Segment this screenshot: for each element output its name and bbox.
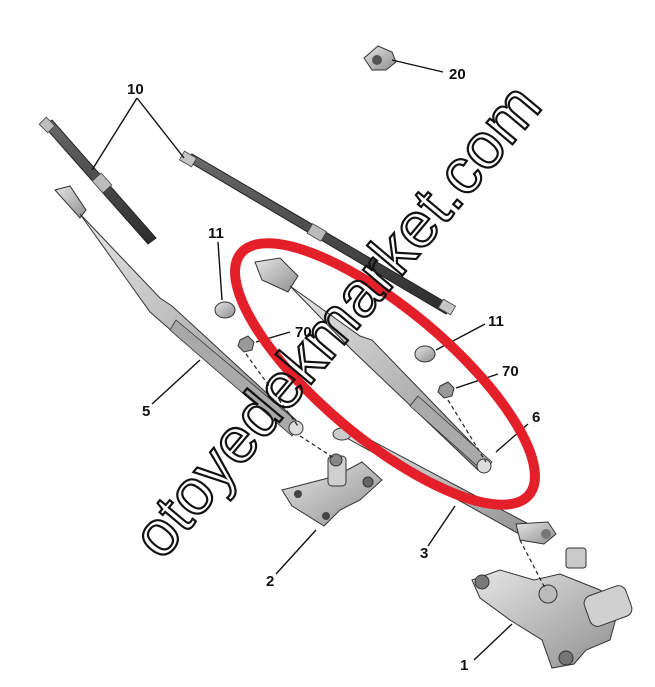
cap-and-nut-left-parts-11-70 bbox=[214, 241, 299, 427]
callout-5: 5 bbox=[142, 403, 150, 420]
wiper-arm-left-part-5 bbox=[54, 185, 304, 437]
washer-nozzle-part-20 bbox=[363, 45, 444, 73]
callout-10: 10 bbox=[127, 81, 144, 98]
callout-2: 2 bbox=[266, 573, 274, 590]
callout-1: 1 bbox=[460, 657, 468, 674]
wiper-arm-right-part-6 bbox=[254, 257, 529, 474]
wiper-blade-left-part-10 bbox=[38, 116, 157, 245]
wiper-motor-part-1 bbox=[471, 539, 633, 669]
callout-70-left: 70 bbox=[295, 324, 312, 341]
callout-3: 3 bbox=[420, 545, 428, 562]
cap-and-nut-right-parts-11-70 bbox=[414, 323, 499, 463]
callout-70-right: 70 bbox=[502, 363, 519, 380]
callout-11-left: 11 bbox=[208, 225, 224, 242]
callout-11-right: 11 bbox=[488, 313, 504, 330]
highlight-ring bbox=[230, 238, 540, 510]
callout-20: 20 bbox=[449, 66, 466, 83]
pivot-bracket-part-2 bbox=[275, 435, 383, 575]
callout-6: 6 bbox=[532, 409, 540, 426]
wiper-blade-right-part-10 bbox=[178, 150, 457, 316]
leader-lines-part-10 bbox=[91, 97, 185, 171]
